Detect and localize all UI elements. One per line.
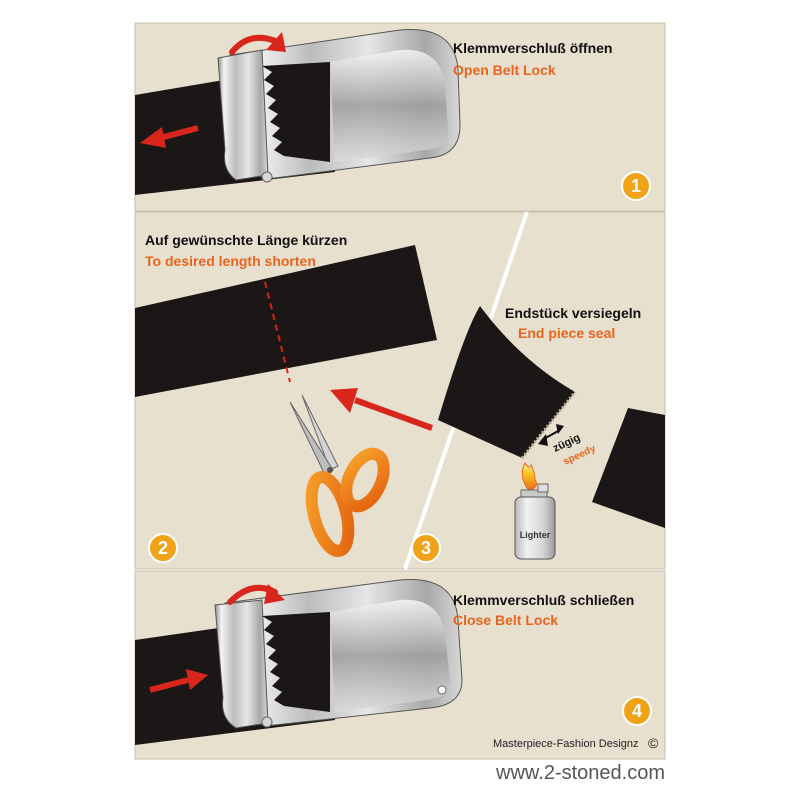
scissors-icon: [289, 394, 390, 557]
arrow-icon: [140, 127, 166, 148]
arrow-icon: [353, 397, 434, 431]
belt-end-piece: [438, 306, 575, 458]
step-2-title-en: To desired length shorten: [145, 253, 316, 269]
step-1-badge: [621, 171, 651, 201]
step-4-title-en: Close Belt Lock: [453, 612, 558, 628]
step-4-number: 4: [632, 701, 642, 721]
arrow-icon: [159, 125, 199, 141]
arrow-icon: [264, 584, 285, 604]
arrow-icon: [556, 424, 564, 434]
step-3-title-de: Endstück versiegeln: [505, 305, 641, 321]
step-3-badge: [411, 533, 441, 563]
step-2-number: 2: [158, 538, 168, 558]
website-url: www.2-stoned.com: [495, 762, 665, 784]
credit-text: Masterpiece-Fashion Designz: [493, 738, 639, 750]
arrow-icon: [266, 32, 286, 52]
lighter-icon: Lighter: [514, 461, 556, 560]
step-1-panel: Klemmverschluß öffnen Open Belt Lock 1: [134, 22, 666, 212]
step-1-title-de: Klemmverschluß öffnen: [453, 40, 612, 56]
belt-strap-cut: [135, 245, 437, 397]
arrow-icon: [186, 669, 208, 690]
step-4-title-de: Klemmverschluß schließen: [453, 592, 634, 608]
belt-strap-right: [592, 408, 665, 528]
copyright-symbol: ©: [648, 735, 659, 751]
arrow-icon: [330, 388, 358, 413]
belt-buckle-icon: [214, 579, 463, 729]
step-2-badge: [148, 533, 178, 563]
arrow-icon: [538, 434, 548, 446]
step-2-3-panel: Auf gewünschte Länge kürzen To desired l…: [134, 211, 666, 570]
step-2-title-de: Auf gewünschte Länge kürzen: [145, 232, 347, 248]
step-4-badge: [622, 696, 652, 726]
step-4-panel: Klemmverschluß schließen Close Belt Lock…: [134, 570, 666, 760]
arrow-icon: [149, 677, 189, 693]
step-1-title-en: Open Belt Lock: [453, 62, 556, 78]
flame-icon: [521, 461, 537, 492]
lighter-label: Lighter: [520, 530, 551, 540]
belt-buckle-icon: [217, 29, 461, 183]
step-3-title-en: End piece seal: [518, 325, 615, 341]
step-3-number: 3: [421, 538, 431, 558]
arrow-icon: [229, 34, 281, 55]
step-1-number: 1: [631, 176, 641, 196]
